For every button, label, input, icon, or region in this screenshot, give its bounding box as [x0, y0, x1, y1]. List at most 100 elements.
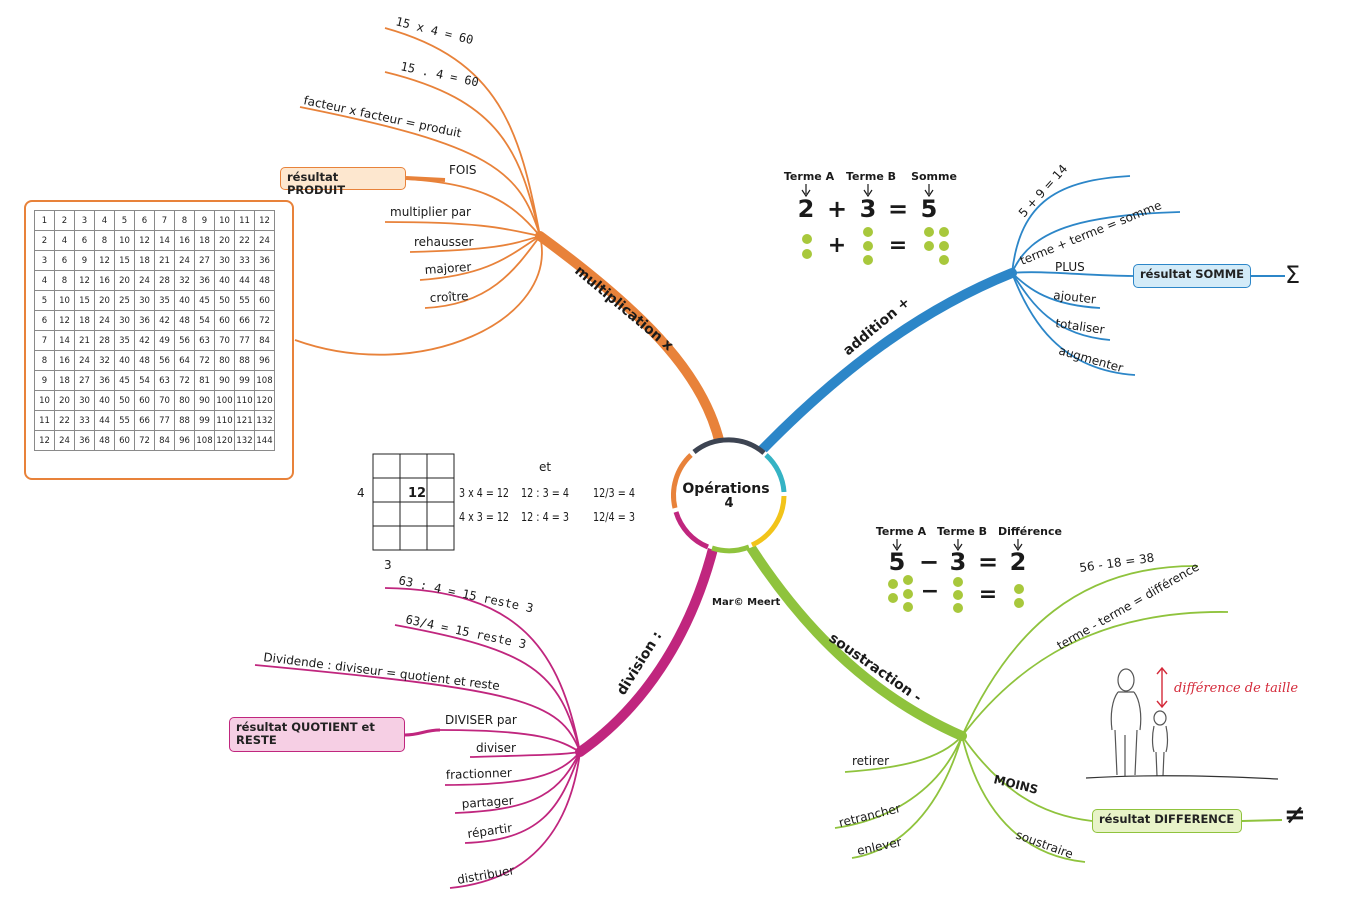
- table-cell: 4: [94, 210, 115, 231]
- table-cell: 99: [194, 410, 215, 431]
- div-item-example1[interactable]: 63 : 4 = 15 reste 3: [397, 573, 534, 615]
- table-cell: 18: [74, 310, 95, 331]
- branch-division: [575, 540, 719, 757]
- table-cell: 9: [194, 210, 215, 231]
- table-cell: 72: [194, 350, 215, 371]
- sub-dots-eq: =: [979, 582, 997, 607]
- mult-item-example1[interactable]: 15 x 4 = 60: [394, 14, 475, 47]
- table-cell: 40: [214, 270, 235, 291]
- table-cell: 24: [54, 430, 75, 451]
- connector-quotient: [404, 728, 441, 737]
- table-cell: 35: [114, 330, 135, 351]
- center-node[interactable]: Opérations 4: [671, 437, 787, 554]
- table-cell: 12: [34, 430, 55, 451]
- table-cell: 110: [214, 410, 235, 431]
- division-sub-branches: [254, 587, 581, 889]
- table-cell: 11: [34, 410, 55, 431]
- table-cell: 45: [114, 370, 135, 391]
- div-item-formula[interactable]: Dividende : diviseur = quotient et reste: [263, 650, 501, 693]
- mult-item-multiplier[interactable]: multiplier par: [390, 205, 471, 219]
- table-cell: 45: [194, 290, 215, 311]
- center-subtitle: 4: [724, 496, 733, 511]
- add-dots: [802, 227, 949, 265]
- table-cell: 6: [134, 210, 155, 231]
- result-somme-box[interactable]: résultat SOMME: [1133, 264, 1251, 288]
- branch-soustraction: [743, 538, 967, 741]
- table-cell: 7: [34, 330, 55, 351]
- add-dots-eq: =: [889, 233, 907, 258]
- sub-item-retrancher[interactable]: retrancher: [837, 801, 902, 830]
- table-cell: 5: [34, 290, 55, 311]
- div-item-diviser[interactable]: diviser: [476, 741, 516, 755]
- table-cell: 70: [154, 390, 175, 411]
- div-item-repartir[interactable]: répartir: [466, 821, 513, 841]
- table-cell: 14: [154, 230, 175, 251]
- add-item-plus[interactable]: PLUS: [1055, 260, 1085, 274]
- table-cell: 18: [134, 250, 155, 271]
- mult-item-rehausser[interactable]: rehausser: [414, 235, 474, 249]
- result-difference-box[interactable]: résultat DIFFERENCE: [1092, 809, 1242, 833]
- connector-difference: [1241, 819, 1283, 822]
- table-cell: 22: [54, 410, 75, 431]
- table-cell: 3: [34, 250, 55, 271]
- table-cell: 70: [214, 330, 235, 351]
- table-cell: 120: [254, 390, 275, 411]
- table-cell: 36: [94, 370, 115, 391]
- mult-item-majorer[interactable]: majorer: [424, 260, 472, 277]
- table-cell: 16: [54, 350, 75, 371]
- sub-term-b-label: Terme B: [937, 525, 987, 538]
- table-cell: 25: [114, 290, 135, 311]
- table-cell: 40: [94, 390, 115, 411]
- result-produit-box[interactable]: résultat PRODUIT: [280, 167, 406, 197]
- div-item-distribuer[interactable]: distribuer: [456, 863, 515, 887]
- table-cell: 33: [74, 410, 95, 431]
- table-cell: 88: [174, 410, 195, 431]
- table-cell: 18: [54, 370, 75, 391]
- mult-item-formula[interactable]: facteur x facteur = produit: [302, 93, 463, 140]
- add-item-totaliser[interactable]: totaliser: [1055, 316, 1106, 337]
- add-op: +: [827, 195, 847, 223]
- table-cell: 108: [194, 430, 215, 451]
- result-somme-label: résultat SOMME: [1140, 267, 1245, 281]
- div-item-diviser-par[interactable]: DIVISER par: [445, 713, 517, 727]
- sub-item-retirer[interactable]: retirer: [852, 754, 889, 768]
- table-cell: 110: [234, 390, 255, 411]
- illustration-caption: différence de taille: [1174, 681, 1298, 696]
- mult-item-fois[interactable]: FOIS: [449, 163, 477, 177]
- table-cell: 81: [194, 370, 215, 391]
- table-cell: 8: [174, 210, 195, 231]
- div-item-partager[interactable]: partager: [461, 793, 514, 811]
- table-cell: 66: [234, 310, 255, 331]
- add-item-augmenter[interactable]: augmenter: [1057, 343, 1125, 375]
- table-cell: 8: [34, 350, 55, 371]
- grid-side-bottom: 3: [384, 558, 392, 572]
- table-cell: 12: [74, 270, 95, 291]
- label-multiplication[interactable]: multiplication x: [571, 263, 676, 354]
- sub-eq: =: [978, 548, 998, 576]
- sub-item-soustraire[interactable]: soustraire: [1014, 828, 1075, 862]
- div-item-fractionner[interactable]: fractionner: [446, 766, 513, 782]
- table-cell: 42: [154, 310, 175, 331]
- table-cell: 8: [54, 270, 75, 291]
- result-quotient-box[interactable]: résultat QUOTIENT et RESTE: [229, 717, 405, 752]
- table-cell: 7: [154, 210, 175, 231]
- table-cell: 20: [114, 270, 135, 291]
- height-arrow-icon: [1156, 666, 1168, 709]
- add-item-formula[interactable]: terme + terme = somme: [1018, 198, 1164, 268]
- sub-item-enlever[interactable]: enlever: [856, 835, 903, 858]
- table-cell: 5: [114, 210, 135, 231]
- mult-item-example2[interactable]: 15 . 4 = 60: [399, 59, 480, 89]
- result-produit-label: résultat PRODUIT: [287, 170, 346, 197]
- mult-item-croitre[interactable]: croître: [429, 289, 468, 305]
- table-cell: 36: [194, 270, 215, 291]
- add-item-ajouter[interactable]: ajouter: [1053, 288, 1097, 306]
- label-soustraction[interactable]: soustraction -: [826, 630, 925, 706]
- label-division[interactable]: division :: [614, 629, 666, 698]
